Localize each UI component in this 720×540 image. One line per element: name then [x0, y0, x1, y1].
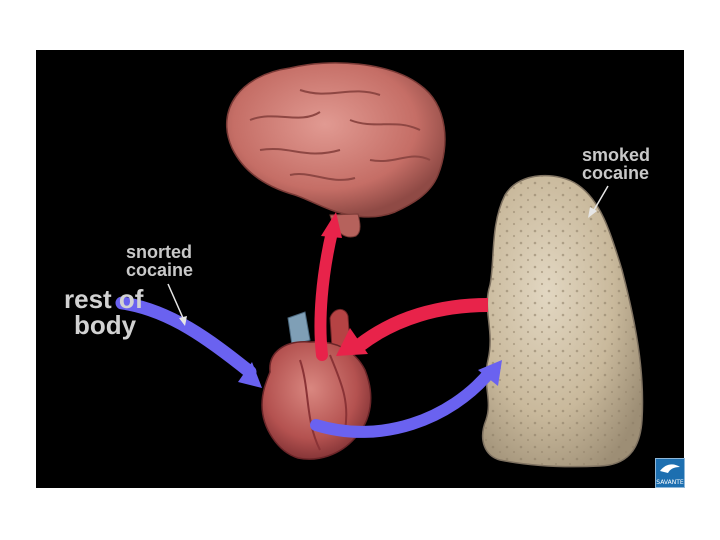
publisher-logo: SAVANTE — [655, 458, 685, 488]
smoked-label-line-1: smoked — [582, 146, 650, 164]
brain — [227, 63, 445, 237]
smoked-cocaine-label: smoked cocaine — [582, 146, 650, 182]
bird-icon — [656, 459, 684, 479]
rest-label-line-1: rest of — [64, 286, 143, 312]
lung — [483, 176, 643, 467]
snorted-label-line-2: cocaine — [126, 261, 193, 279]
arrow-lung-to-heart — [336, 305, 488, 356]
snorted-label-line-1: snorted — [126, 243, 193, 261]
snorted-cocaine-label: snorted cocaine — [126, 243, 193, 279]
rest-label-line-2: body — [74, 312, 143, 338]
smoked-label-line-2: cocaine — [582, 164, 650, 182]
rest-of-body-label: rest of body — [64, 286, 143, 338]
logo-text: SAVANTE — [656, 479, 684, 486]
